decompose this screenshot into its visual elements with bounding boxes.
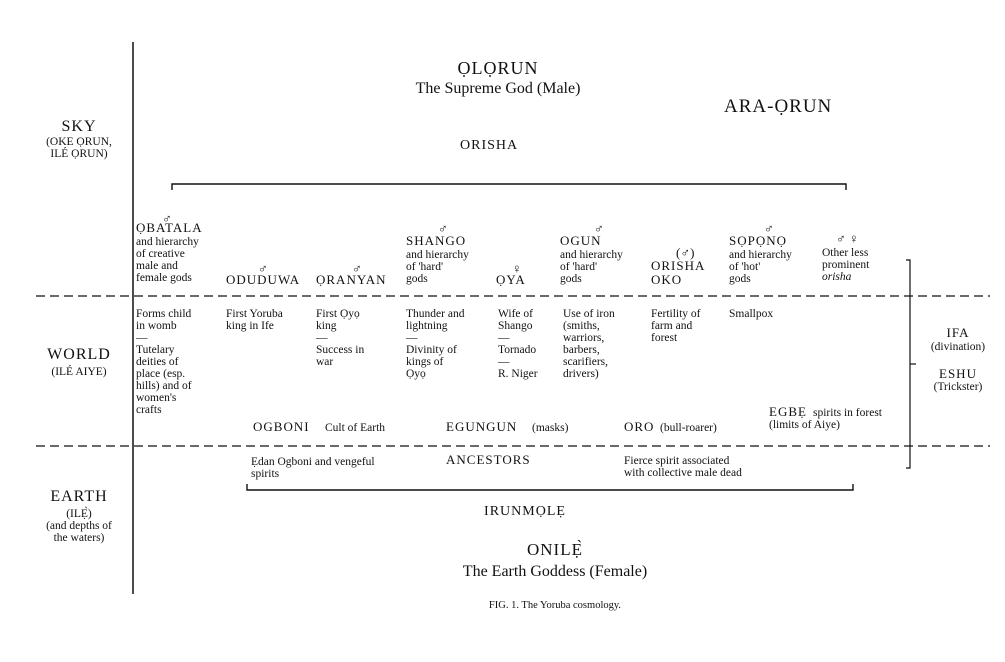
deity-ogun-name: OGUN <box>560 233 602 248</box>
deity-symbol: ♂ <box>162 211 172 226</box>
egbe-sublabel: spirits in forest (limits of Aiye) <box>769 407 882 431</box>
realm-earth-label: EARTH <box>50 488 108 505</box>
irunmole-label: IRUNMỌLẸ <box>484 504 566 519</box>
deity-soponno-attributes: Smallpox <box>729 308 774 320</box>
ara-orun-title: ARA-ỌRUN <box>724 96 833 117</box>
orisha-label: ORISHA <box>460 138 519 153</box>
irunmole-brace <box>246 484 854 491</box>
realm-world-label: WORLD <box>47 346 111 363</box>
olorun-subtitle: The Supreme God (Male) <box>415 80 581 97</box>
ifa-sublabel: (divination) <box>930 341 986 353</box>
deity-symbol: ♂ <box>594 221 604 236</box>
deity-ogun-desc: and hierarchy of 'hard' gods <box>560 249 623 285</box>
realm-earth-sublabel: (ILẸ̀) (and depths of the waters) <box>46 508 112 544</box>
orisha-brace <box>171 183 847 190</box>
deity-obatala-name: ỌBATALA <box>136 220 203 235</box>
ogboni-sublabel: Cult of Earth <box>325 422 386 434</box>
figure-caption: FIG. 1. The Yoruba cosmology. <box>488 600 622 611</box>
deity-shango-attributes: Thunder and lightning — Divinity of king… <box>406 308 465 380</box>
deity-symbol: ♂ <box>764 221 774 236</box>
deity-symbol: ♀ <box>512 261 522 276</box>
deity-ogun-attributes: Use of iron (smiths, warriors, barbers, … <box>563 308 615 380</box>
deity-symbol: ♂ <box>352 261 362 276</box>
onile-subtitle: The Earth Goddess (Female) <box>462 563 648 580</box>
deity-oya-name: ỌYA <box>496 272 526 287</box>
eshu-sublabel: (Trickster) <box>933 381 983 393</box>
olorun-title: ỌLỌRUN <box>457 58 539 78</box>
deity-oya-attributes: Wife of Shango — Tornado — R. Niger <box>498 308 538 380</box>
edan-ogboni-text: Ẹdan Ogboni and vengeful spirits <box>251 456 375 480</box>
deity-oranyan-attributes: First Ọyọ king — Success in war <box>316 308 365 368</box>
ifa-label: IFA <box>946 325 970 340</box>
deity-orisha-oko-attributes: Fertility of farm and forest <box>651 308 701 344</box>
other-orisha-desc: Other less prominent orisha <box>822 247 870 283</box>
realm-sky-label: SKY <box>61 118 97 135</box>
oro-label: ORO <box>624 419 655 434</box>
deity-symbol: ♂ ♀ <box>836 231 859 246</box>
oro-sublabel: (bull-roarer) <box>660 422 717 434</box>
deity-shango-name: SHANGO <box>406 233 467 248</box>
egungun-sublabel: (masks) <box>532 422 569 434</box>
deity-obatala-attributes: Forms child in womb — Tutelary deities o… <box>136 308 192 416</box>
egbe-label: EGBẸ <box>769 404 807 419</box>
deity-oduduwa-attributes: First Yoruba king in Ife <box>226 308 283 332</box>
onile-title: ONILẸ̀ <box>527 540 583 559</box>
deity-symbol: ♂ <box>438 221 448 236</box>
deity-symbol: (♂) <box>676 245 695 260</box>
side-brace <box>906 259 911 469</box>
deity-oranyan-name: ỌRANYAN <box>316 272 387 287</box>
deity-obatala-desc: and hierarchy of creative male and femal… <box>136 236 199 284</box>
realm-sky-sublabel: (OKE ỌRUN, ILÉ ỌRUN) <box>46 136 112 160</box>
deity-orisha-oko-name: ORISHA OKO <box>651 258 706 287</box>
deity-symbol: ♂ <box>258 261 268 276</box>
realm-world-sublabel: (ILÉ AIYE) <box>51 366 107 378</box>
orisha-italic: orisha <box>822 271 852 283</box>
deity-soponno-desc: and hierarchy of 'hot' gods <box>729 249 792 285</box>
deity-shango-desc: and hierarchy of 'hard' gods <box>406 249 469 285</box>
egungun-label: EGUNGUN <box>446 419 518 434</box>
ogboni-label: OGBONI <box>253 419 310 434</box>
fierce-spirit-text: Fierce spirit associated with collective… <box>624 455 742 479</box>
deity-soponno-name: SỌPỌNỌ <box>729 233 788 248</box>
deity-oduduwa-name: ODUDUWA <box>226 272 301 287</box>
eshu-label: ESHU <box>939 366 977 381</box>
ancestors-label: ANCESTORS <box>446 452 531 467</box>
